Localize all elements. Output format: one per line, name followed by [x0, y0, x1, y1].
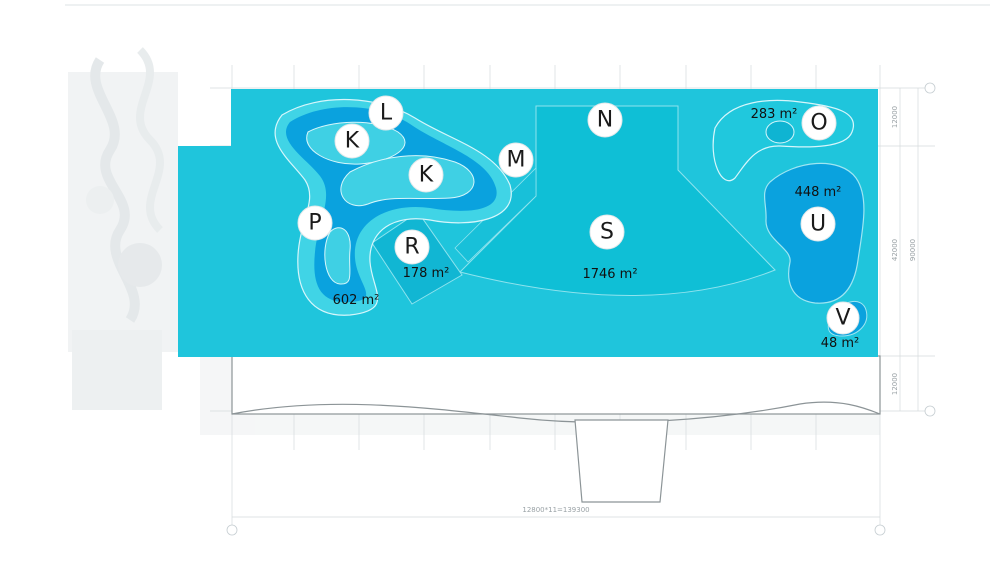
marker-k-lower: K: [408, 157, 444, 193]
area-label-p: 602 m²: [333, 293, 380, 308]
area-label-u: 448 m²: [795, 185, 842, 200]
marker-o: O: [801, 105, 837, 141]
svg-text:K: K: [345, 129, 360, 154]
svg-text:M: M: [507, 148, 526, 173]
marker-p: P: [297, 205, 333, 241]
zone-s: [459, 105, 776, 296]
building-outline: [231, 355, 881, 503]
island-p: [324, 227, 351, 285]
svg-text:L: L: [380, 101, 393, 126]
dim-right-mid: 42000: [891, 239, 899, 261]
dim-right-top: 12000: [891, 106, 899, 128]
area-label-o: 283 m²: [751, 107, 798, 122]
svg-text:N: N: [597, 108, 613, 133]
dim-right-total: 90000: [909, 239, 917, 261]
grid-axis-bubbles: [226, 82, 936, 536]
svg-text:R: R: [404, 235, 419, 260]
marker-v: V: [826, 301, 860, 335]
marker-r: R: [394, 229, 430, 265]
marker-s: S: [589, 214, 625, 250]
marker-u: U: [800, 206, 836, 242]
marker-l: L: [368, 95, 404, 131]
dim-right-bottom: 12000: [891, 373, 899, 395]
svg-text:S: S: [600, 220, 614, 245]
svg-text:U: U: [810, 212, 826, 237]
zone-o-pool: [765, 120, 795, 144]
area-label-v: 48 m²: [821, 336, 860, 351]
marker-m: M: [498, 142, 534, 178]
svg-text:K: K: [419, 163, 434, 188]
svg-text:V: V: [835, 306, 850, 331]
area-label-r: 178 m²: [403, 266, 450, 281]
svg-text:O: O: [810, 111, 827, 136]
marker-k-upper: K: [334, 123, 370, 159]
dim-bottom: 12800*11=139300: [522, 506, 589, 514]
svg-text:P: P: [308, 211, 321, 236]
marker-n: N: [587, 102, 623, 138]
area-label-s: 1746 m²: [582, 267, 637, 282]
